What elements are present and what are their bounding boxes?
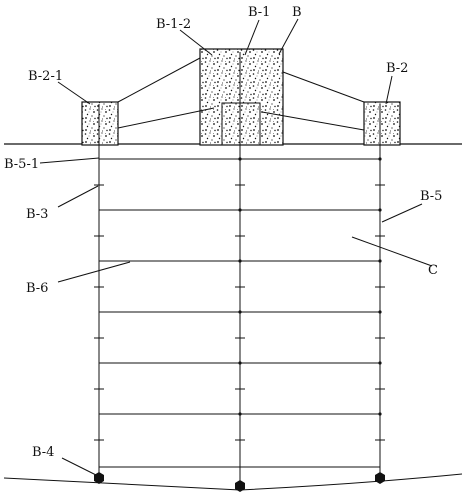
label-b-2: B-2 bbox=[386, 61, 408, 76]
bottom-soil-line bbox=[3, 473, 463, 491]
right-block bbox=[363, 101, 401, 146]
leader-b-1-2 bbox=[179, 29, 213, 56]
leader-c bbox=[351, 236, 433, 267]
connector-right-top bbox=[282, 71, 365, 103]
label-b-1: B-1 bbox=[248, 5, 270, 20]
leader-b-2 bbox=[385, 75, 393, 105]
center-block bbox=[199, 48, 284, 146]
label-b-4: B-4 bbox=[32, 445, 54, 460]
pile-ticks bbox=[94, 184, 385, 441]
leader-b-2-1 bbox=[57, 81, 91, 105]
pile-tip-center bbox=[235, 480, 245, 492]
connector-left-mid bbox=[117, 107, 215, 129]
leader-b-5 bbox=[381, 203, 423, 223]
leader-b-1 bbox=[244, 19, 260, 56]
connector-right-mid bbox=[261, 111, 365, 131]
label-b-6: B-6 bbox=[26, 281, 48, 296]
label-b-2-1: B-2-1 bbox=[28, 69, 63, 84]
label-c: C bbox=[428, 263, 438, 278]
node-dots bbox=[238, 157, 382, 416]
connector-left-top bbox=[117, 57, 201, 103]
label-b-5-1: B-5-1 bbox=[4, 157, 39, 172]
leader-b-3 bbox=[57, 185, 99, 208]
leader-b-5-1 bbox=[39, 157, 100, 164]
left-block bbox=[81, 101, 119, 146]
leader-b-4 bbox=[61, 457, 99, 477]
leader-b bbox=[278, 18, 299, 55]
label-b-5: B-5 bbox=[420, 189, 442, 204]
leader-b-6 bbox=[57, 261, 131, 283]
label-b-3: B-3 bbox=[26, 207, 48, 222]
center-block-inner-step bbox=[221, 102, 261, 145]
pile-tip-right bbox=[375, 472, 385, 484]
label-b-1-2: B-1-2 bbox=[156, 17, 191, 32]
label-b: B bbox=[292, 5, 302, 20]
